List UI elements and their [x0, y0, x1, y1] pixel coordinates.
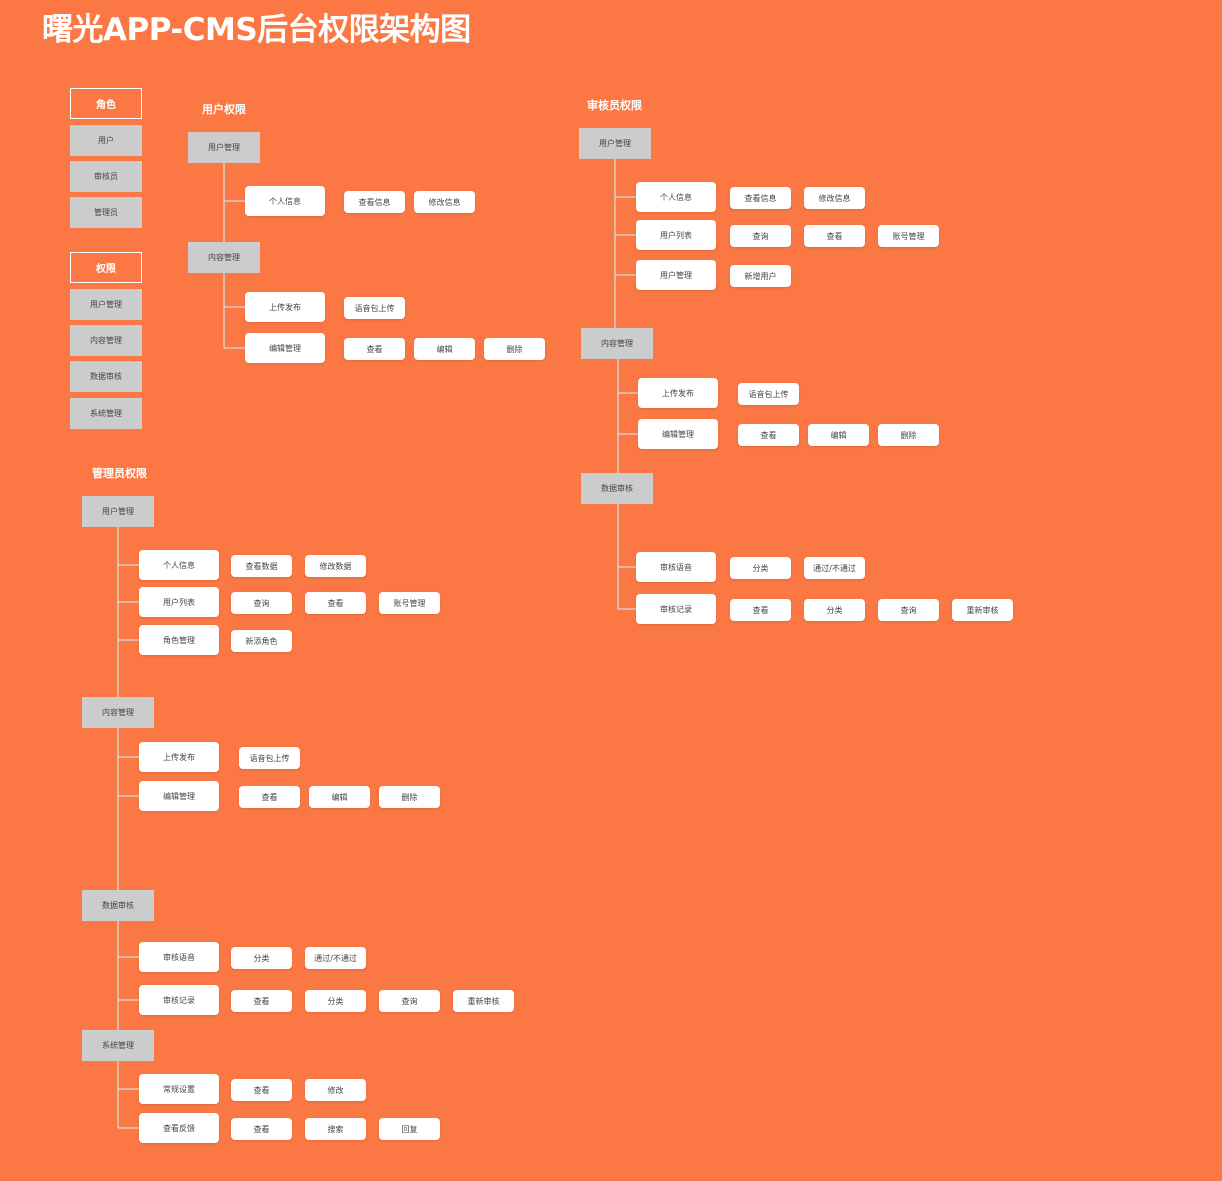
admin-permissions-action: 查看 — [231, 1079, 292, 1101]
admin-permissions-action: 语音包上传 — [239, 747, 300, 769]
admin-permissions-title: 管理员权限 — [92, 467, 147, 480]
reviewer-permissions-action: 新增用户 — [730, 265, 791, 287]
reviewer-permissions-action: 删除 — [878, 424, 939, 446]
user-permissions-action: 查看 — [344, 338, 405, 360]
admin-permissions-category: 系统管理 — [82, 1030, 154, 1061]
reviewer-permissions-action: 查询 — [730, 225, 791, 247]
reviewer-permissions-node: 审核语音 — [636, 552, 716, 582]
reviewer-permissions-title: 审核员权限 — [587, 99, 642, 112]
reviewer-permissions-node: 个人信息 — [636, 182, 716, 212]
user-permissions-action: 修改信息 — [414, 191, 475, 213]
legend-role-user: 用户 — [70, 125, 142, 156]
reviewer-permissions-category: 数据审核 — [581, 473, 653, 504]
reviewer-permissions-action: 编辑 — [808, 424, 869, 446]
reviewer-permissions-action: 分类 — [730, 557, 791, 579]
reviewer-permissions-action: 查看 — [804, 225, 865, 247]
admin-permissions-action: 新添角色 — [231, 630, 292, 652]
reviewer-permissions-category: 内容管理 — [581, 328, 653, 359]
admin-permissions-action: 通过/不通过 — [305, 947, 366, 969]
reviewer-permissions-action: 通过/不通过 — [804, 557, 865, 579]
reviewer-permissions-node: 编辑管理 — [638, 419, 718, 449]
admin-permissions-action: 查看 — [231, 990, 292, 1012]
user-permissions-action: 语音包上传 — [344, 297, 405, 319]
admin-permissions-action: 查看 — [239, 786, 300, 808]
reviewer-permissions-action: 重新审核 — [952, 599, 1013, 621]
legend-permission-content-management: 内容管理 — [70, 325, 142, 356]
admin-permissions-category: 内容管理 — [82, 697, 154, 728]
admin-permissions-node: 编辑管理 — [139, 781, 219, 811]
user-permissions-action: 编辑 — [414, 338, 475, 360]
reviewer-permissions-action: 查看 — [738, 424, 799, 446]
reviewer-permissions-action: 修改信息 — [804, 187, 865, 209]
reviewer-permissions-action: 查询 — [878, 599, 939, 621]
user-permissions-action: 删除 — [484, 338, 545, 360]
admin-permissions-node: 审核记录 — [139, 985, 219, 1015]
admin-permissions-action: 查询 — [231, 592, 292, 614]
admin-permissions-action: 编辑 — [309, 786, 370, 808]
admin-permissions-action: 查看 — [305, 592, 366, 614]
user-permissions-action: 查看信息 — [344, 191, 405, 213]
reviewer-permissions-action: 账号管理 — [878, 225, 939, 247]
admin-permissions-node: 个人信息 — [139, 550, 219, 580]
admin-permissions-action: 重新审核 — [453, 990, 514, 1012]
legend-permission-system-management: 系统管理 — [70, 398, 142, 429]
admin-permissions-action: 查询 — [379, 990, 440, 1012]
admin-permissions-action: 修改 — [305, 1079, 366, 1101]
admin-permissions-action: 回复 — [379, 1118, 440, 1140]
legend-permission-data-review: 数据审核 — [70, 361, 142, 392]
admin-permissions-action: 账号管理 — [379, 592, 440, 614]
admin-permissions-category: 数据审核 — [82, 890, 154, 921]
admin-permissions-action: 分类 — [305, 990, 366, 1012]
user-permissions-node: 上传发布 — [245, 292, 325, 322]
admin-permissions-category: 用户管理 — [82, 496, 154, 527]
admin-permissions-node: 常规设置 — [139, 1074, 219, 1104]
admin-permissions-node: 上传发布 — [139, 742, 219, 772]
reviewer-permissions-action: 查看 — [730, 599, 791, 621]
admin-permissions-action: 搜索 — [305, 1118, 366, 1140]
user-permissions-title: 用户权限 — [202, 103, 246, 116]
reviewer-permissions-node: 用户管理 — [636, 260, 716, 290]
legend-permission-user-management: 用户管理 — [70, 289, 142, 320]
reviewer-permissions-action: 分类 — [804, 599, 865, 621]
legend-role-reviewer: 审核员 — [70, 161, 142, 192]
user-permissions-node: 个人信息 — [245, 186, 325, 216]
user-permissions-node: 编辑管理 — [245, 333, 325, 363]
legend-permission-header: 权限 — [70, 252, 142, 283]
reviewer-permissions-action: 语音包上传 — [738, 383, 799, 405]
page-title: 曙光APP-CMS后台权限架构图 — [42, 12, 471, 48]
user-permissions-category: 内容管理 — [188, 242, 260, 273]
admin-permissions-action: 查看 — [231, 1118, 292, 1140]
reviewer-permissions-node: 审核记录 — [636, 594, 716, 624]
reviewer-permissions-category: 用户管理 — [579, 128, 651, 159]
reviewer-permissions-action: 查看信息 — [730, 187, 791, 209]
admin-permissions-node: 角色管理 — [139, 625, 219, 655]
admin-permissions-action: 删除 — [379, 786, 440, 808]
user-permissions-category: 用户管理 — [188, 132, 260, 163]
admin-permissions-action: 查看数据 — [231, 555, 292, 577]
admin-permissions-node: 查看反馈 — [139, 1113, 219, 1143]
legend-role-admin: 管理员 — [70, 197, 142, 228]
admin-permissions-node: 审核语音 — [139, 942, 219, 972]
reviewer-permissions-node: 用户列表 — [636, 220, 716, 250]
legend-role-header: 角色 — [70, 88, 142, 119]
admin-permissions-action: 修改数据 — [305, 555, 366, 577]
admin-permissions-node: 用户列表 — [139, 587, 219, 617]
admin-permissions-action: 分类 — [231, 947, 292, 969]
reviewer-permissions-node: 上传发布 — [638, 378, 718, 408]
